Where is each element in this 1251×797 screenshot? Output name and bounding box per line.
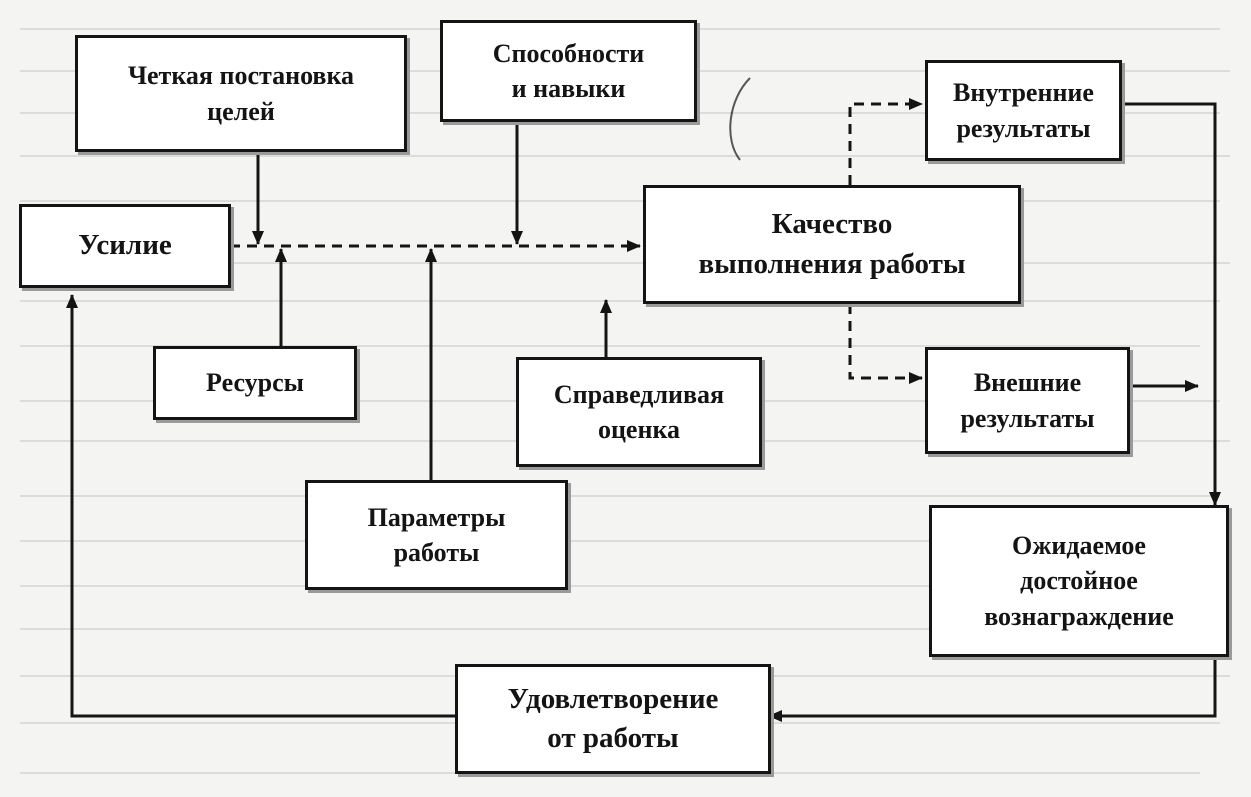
- background-line: [20, 345, 1200, 347]
- node-quality: Качество выполнения работы: [643, 185, 1021, 304]
- background-line: [20, 300, 1220, 302]
- background-line: [20, 628, 1220, 630]
- background-line: [20, 200, 1220, 202]
- background-line: [20, 540, 1220, 542]
- arrow-quality-to-internal: [848, 98, 923, 185]
- background-line: [20, 155, 1230, 157]
- background-line: [20, 585, 1200, 587]
- arrow-internal-to-reward: [1120, 102, 1221, 506]
- node-effort: Усилие: [19, 204, 231, 288]
- node-expected-reward: Ожидаемое достойное вознаграждение: [929, 505, 1229, 657]
- node-fair-evaluation: Справедливая оценка: [516, 357, 762, 467]
- background-line: [20, 495, 1220, 497]
- node-internal-results: Внутренние результаты: [925, 60, 1122, 161]
- node-abilities: Способности и навыки: [440, 20, 697, 122]
- arrow-quality-to-external: [848, 304, 923, 384]
- node-goals: Четкая постановка целей: [75, 35, 407, 152]
- node-resources: Ресурсы: [153, 346, 357, 420]
- arrow-reward-to-satisfaction: [768, 657, 1217, 722]
- node-params: Параметры работы: [305, 480, 568, 590]
- node-satisfaction: Удовлетворение от работы: [455, 664, 771, 774]
- background-line: [20, 262, 1230, 264]
- arrow-satisfaction-to-effort: [66, 294, 455, 718]
- stray-mark: [729, 77, 751, 161]
- node-external-results: Внешние результаты: [925, 347, 1130, 454]
